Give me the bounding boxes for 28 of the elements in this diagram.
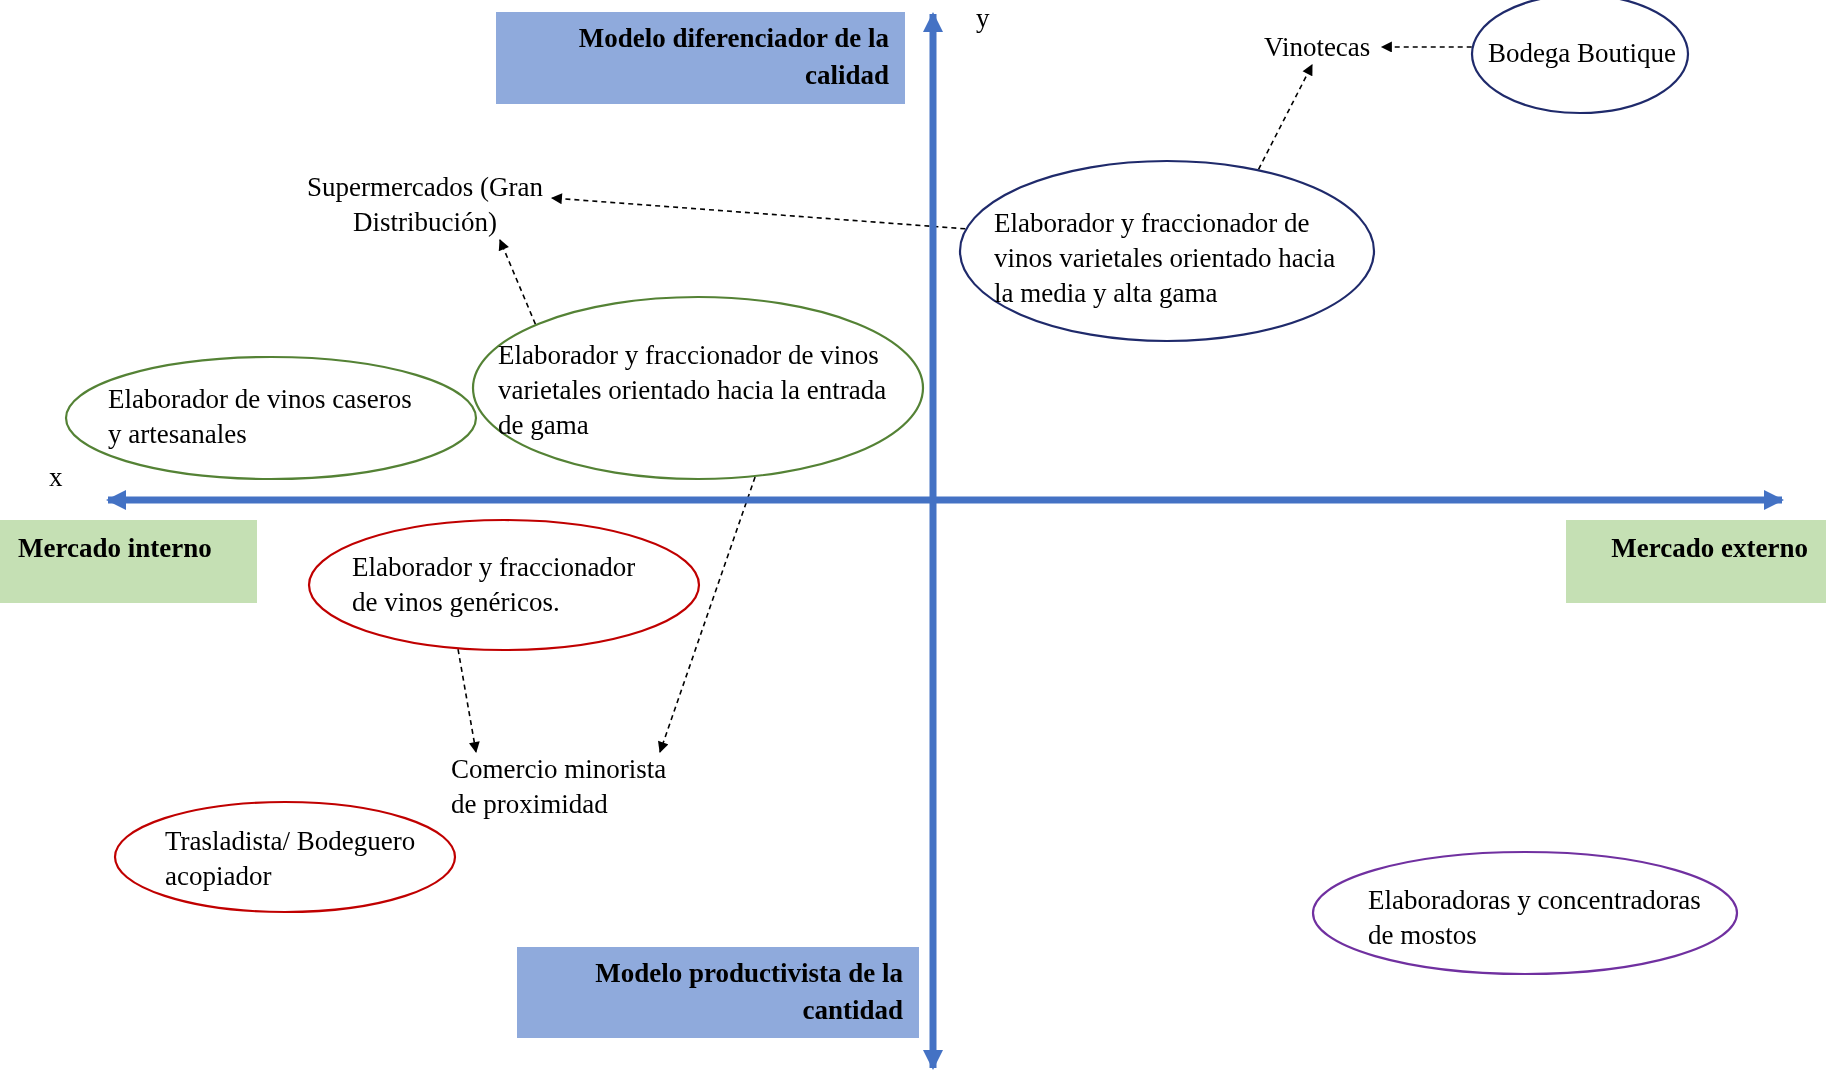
ellipse-text: Elaborador y fraccionador de vinos varietales orientado hacia la media y alta gama: [994, 207, 1337, 310]
dashed-arrow: [1380, 41, 1473, 53]
dashed-arrow: [498, 239, 537, 325]
destination-label: Supermercados (Gran Distribución): [305, 171, 545, 239]
ellipse-text: Bodega Boutique: [1486, 37, 1678, 70]
ellipse-text: Elaborador y fraccionador de vinos genéricos.: [352, 551, 637, 619]
heading-panel: [1566, 520, 1826, 603]
axis-label: x: [49, 463, 63, 491]
axis-arrow: [923, 12, 943, 1070]
destination-label: Comercio minorista de proximidad: [451, 753, 668, 821]
ellipse-text: Trasladista/ Bodeguero acopiador: [165, 825, 417, 893]
dashed-arrow: [457, 648, 480, 754]
axis-label: y: [976, 4, 990, 32]
ellipse-text: Elaborador y fraccionador de vinos varietales orientado hacia la entrada de gama: [498, 339, 888, 442]
dashed-arrow: [550, 193, 967, 230]
panel-heading: Modelo diferenciador de la calidad: [577, 22, 889, 92]
heading-panel: [0, 520, 257, 603]
dashed-arrow: [658, 476, 756, 754]
axis-arrow: [106, 490, 1784, 510]
ellipse-text: Elaborador de vinos caseros y artesanales: [108, 383, 413, 451]
heading-panel: [517, 947, 919, 1038]
ellipse-text: Elaboradoras y concentradoras de mostos: [1368, 884, 1702, 952]
panel-heading: Mercado externo: [1610, 532, 1808, 565]
heading-panel: [496, 12, 905, 104]
panel-heading: Modelo productivista de la cantidad: [594, 957, 903, 1027]
panel-heading: Mercado interno: [18, 532, 213, 565]
destination-label: Vinotecas: [1264, 31, 1372, 64]
dashed-arrow: [1257, 64, 1313, 171]
